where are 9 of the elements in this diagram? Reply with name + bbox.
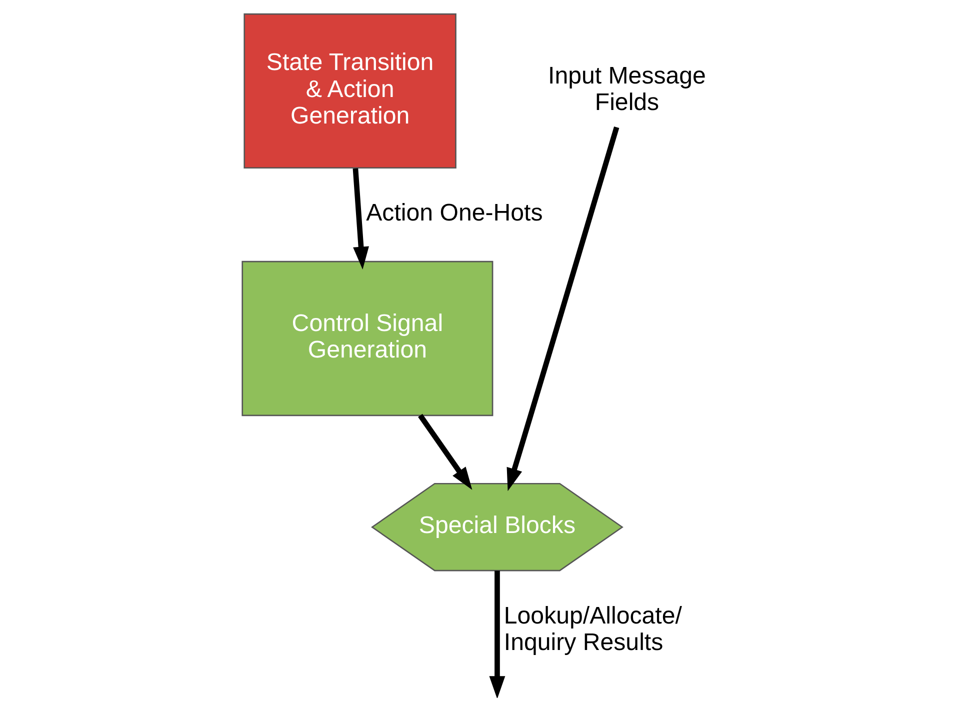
node-text: Input Message Fields [548,62,706,116]
arrow [418,414,472,490]
edge-label: Action One-Hots [366,200,543,227]
arrow [489,570,506,698]
arrow [506,126,620,492]
node-box: Control Signal Generation [242,260,494,416]
node-box: State Transition & Action Generation [244,13,456,169]
edge-label: Lookup/Allocate/ Inquiry Results [504,602,682,656]
arrow [352,168,369,270]
